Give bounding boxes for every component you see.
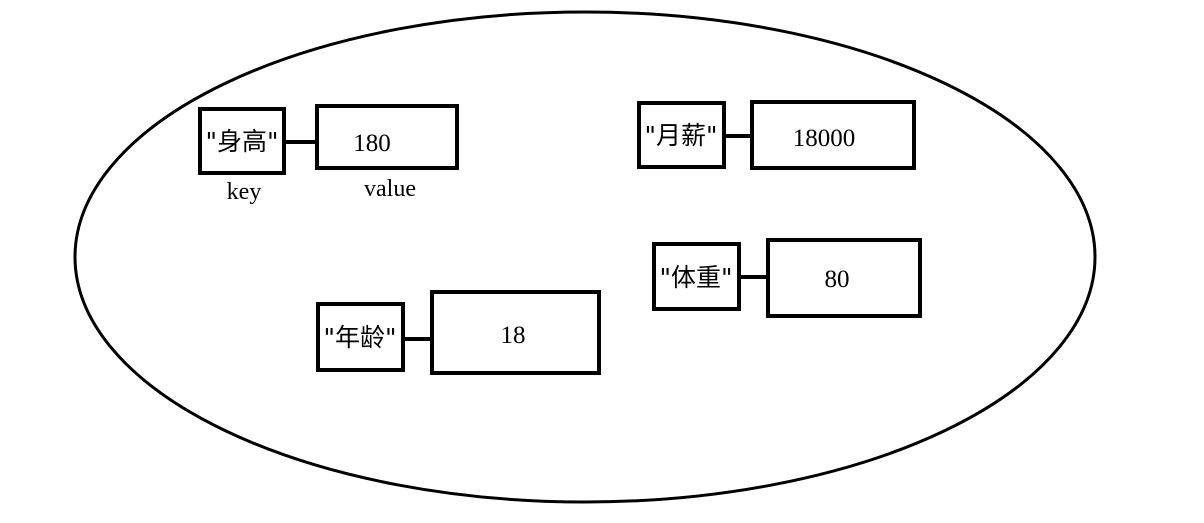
key-box-height — [198, 107, 286, 175]
value-box-weight — [766, 238, 922, 318]
key-label-weight: "体重" — [660, 263, 733, 292]
value-label-age: 18 — [501, 322, 526, 349]
caption-value: value — [364, 176, 416, 202]
value-label-height: 180 — [353, 130, 391, 157]
pair-weight: "体重" 80 — [652, 238, 922, 318]
key-label-height: "身高" — [206, 127, 279, 156]
caption-key: key — [227, 179, 262, 205]
key-label-salary: "月薪" — [645, 121, 718, 150]
key-box-salary — [637, 101, 726, 169]
pair-height: "身高" 180 — [198, 104, 459, 175]
pair-salary: "月薪" 18000 — [637, 100, 916, 170]
value-label-weight: 80 — [825, 266, 850, 293]
map-container-ellipse — [73, 10, 1097, 504]
value-box-age — [430, 290, 601, 375]
value-label-salary: 18000 — [793, 125, 856, 152]
value-box-salary — [750, 100, 916, 170]
pair-age: "年龄" 18 — [316, 290, 601, 375]
key-label-age: "年龄" — [324, 323, 397, 352]
value-box-height — [315, 104, 459, 170]
